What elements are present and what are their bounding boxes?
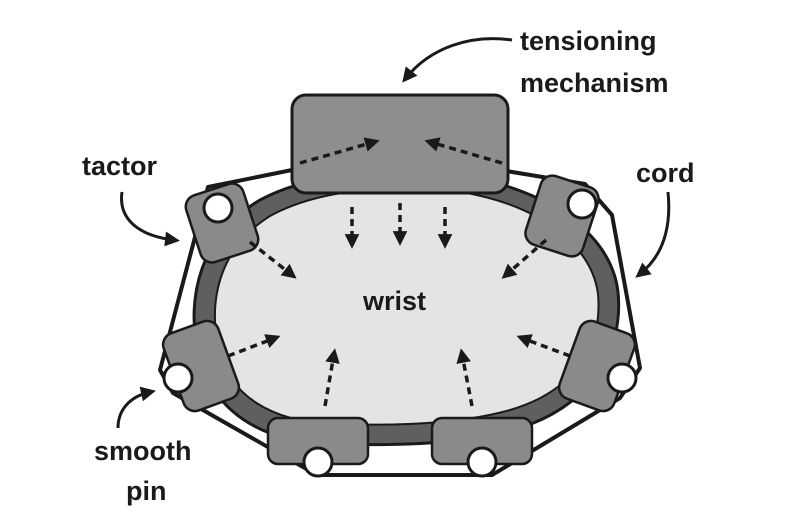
label-wrist: wrist — [362, 286, 426, 316]
force-arrow-bottom-right — [456, 348, 474, 407]
pin-left-upper — [202, 192, 234, 224]
tensioning-mechanism-block — [290, 93, 510, 195]
force-arrow-lower-right — [516, 334, 571, 358]
force-arrow-bottom-left — [323, 348, 340, 407]
pin-right-upper — [566, 188, 598, 220]
pointer-arrow-cord — [635, 191, 671, 278]
pointer-arrow-tensioning — [402, 37, 513, 83]
pin-left-lower — [162, 362, 194, 394]
force-arrow-upper-left — [248, 240, 297, 279]
label-smooth-line1: smooth — [94, 436, 192, 466]
pointer-arrow-tactor — [120, 191, 180, 247]
label-tensioning-line1: tensioning — [520, 26, 657, 56]
force-arrow-lower-left — [227, 334, 281, 358]
label-smooth-line2: pin — [126, 476, 167, 506]
force-arrow-mech-right — [424, 137, 503, 165]
pin-bottom-left — [302, 446, 334, 478]
label-tensioning-line2: mechanism — [520, 68, 669, 98]
pointer-arrow-smooth-pin — [116, 386, 156, 429]
force-arrow-upper-right — [501, 238, 548, 279]
pin-bottom-right — [466, 446, 498, 478]
force-arrow-mech-left — [299, 137, 380, 165]
label-cord: cord — [636, 158, 695, 188]
label-tactor: tactor — [82, 151, 158, 181]
pin-right-lower — [606, 362, 638, 394]
